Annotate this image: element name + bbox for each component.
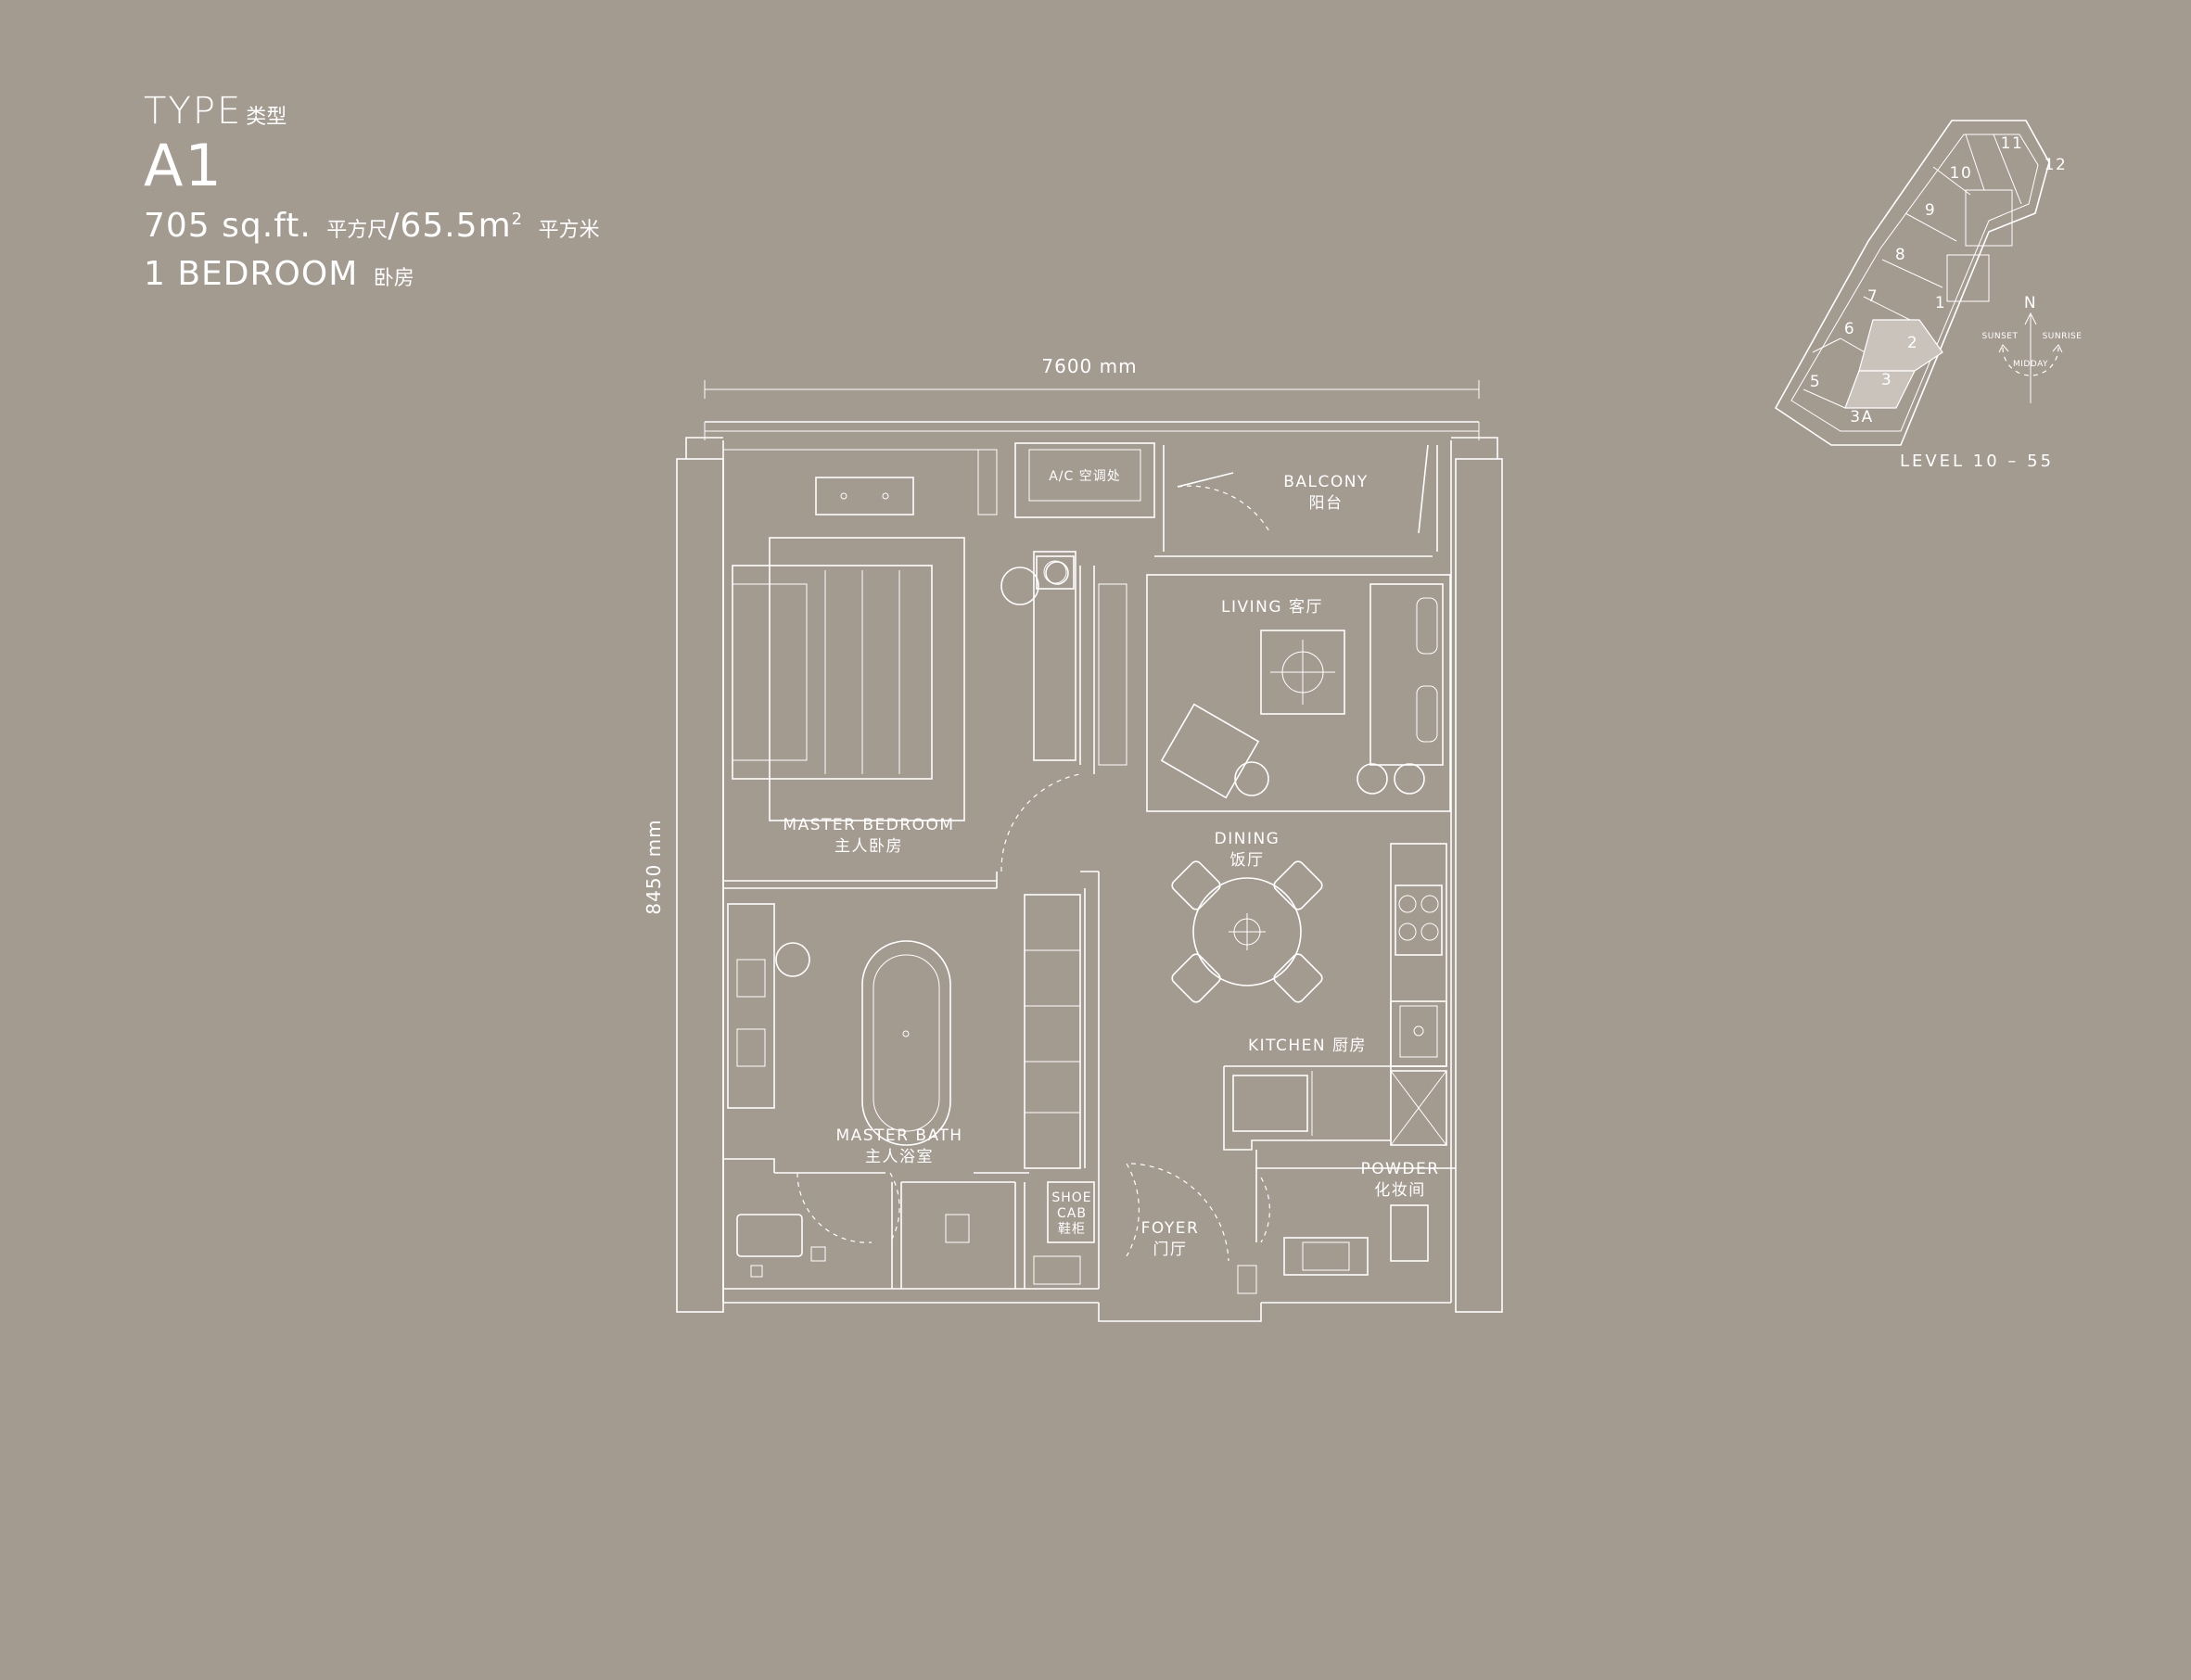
key-unit-6: 6 — [1844, 320, 1855, 338]
living-label: LIVING 客厅 — [1221, 598, 1323, 617]
highlighted-unit-3 — [1844, 370, 1916, 409]
area-sqft: 705 sq.ft. — [144, 207, 312, 245]
key-unit-11: 11 — [2001, 134, 2024, 153]
balcony-label-cn: 阳台 — [1309, 494, 1344, 513]
area-separator: / — [388, 207, 401, 245]
furniture — [727, 477, 1444, 1278]
highlighted-unit-2 — [1858, 319, 1943, 372]
type-label-cn: 类型 — [246, 106, 287, 129]
key-unit-3: 3 — [1881, 371, 1892, 389]
key-plan-level: LEVEL 10 – 55 — [1900, 452, 2054, 471]
key-unit-10: 10 — [1950, 164, 1973, 183]
depth-dimension: 8450 mm — [643, 819, 665, 914]
doors — [796, 472, 1271, 1262]
shoe-cab-label-cn: 鞋柜 — [1058, 1222, 1086, 1237]
width-dimension-label: 7600 mm — [1041, 355, 1137, 377]
area-sqft-cn: 平方尺 — [326, 219, 389, 242]
area-row: 705 sq.ft. 平方尺/65.5m2 平方米 — [144, 210, 600, 243]
sofa-icon — [1369, 583, 1444, 766]
type-label: TYPE — [144, 90, 243, 133]
key-unit-3a: 3A — [1850, 408, 1873, 426]
key-plan: 11 12 10 9 8 7 1 6 2 5 3 3A LEVEL 10 – 5… — [1774, 120, 2068, 471]
ac-label: A/C 空调处 — [1049, 469, 1121, 484]
key-unit-8: 8 — [1895, 246, 1906, 264]
dining-table-icon — [1192, 877, 1302, 986]
master-bedroom-label-cn: 主人卧房 — [834, 837, 903, 856]
coffee-table-icon — [1260, 630, 1345, 715]
master-bath-label-cn: 主人浴室 — [865, 1148, 934, 1166]
outer-walls — [676, 421, 1503, 1322]
key-unit-12: 12 — [2045, 156, 2068, 174]
bedrooms-cn: 卧房 — [373, 267, 414, 290]
armchair-icon — [1160, 703, 1260, 799]
area-m2: 65.5m — [400, 207, 512, 245]
hob-icon — [1395, 885, 1443, 956]
bathtub-icon — [861, 940, 951, 1146]
bedrooms: 1 BEDROOM — [144, 255, 359, 293]
bedrooms-row: 1 BEDROOM 卧房 — [144, 258, 600, 291]
area-m2-sup: 2 — [511, 210, 524, 229]
foyer-label-cn: 门厅 — [1153, 1241, 1188, 1259]
key-unit-9: 9 — [1925, 201, 1936, 220]
key-unit-5: 5 — [1810, 373, 1821, 391]
key-unit-2: 2 — [1907, 334, 1918, 352]
bed-icon — [732, 565, 933, 780]
unit-name: A1 — [144, 132, 223, 199]
master-bath-label: MASTER BATH — [835, 1126, 962, 1145]
area-m2-cn: 平方米 — [538, 219, 600, 242]
powder-label: POWDER — [1360, 1160, 1439, 1178]
toilet-icon — [736, 1214, 803, 1257]
kitchen-label: KITCHEN 厨房 — [1248, 1037, 1367, 1055]
compass: N SUNSET SUNRISE MIDDAY — [1982, 294, 2083, 403]
depth-dimension-label: 8450 mm — [643, 819, 665, 914]
dining-label-cn: 饭厅 — [1230, 851, 1265, 870]
compass-sunset: SUNSET — [1982, 332, 2019, 341]
master-bedroom-label: MASTER BEDROOM — [783, 816, 954, 834]
width-dimension: 7600 mm — [704, 355, 1480, 399]
compass-midday: MIDDAY — [2013, 360, 2048, 369]
shoe-cab-label-1: SHOE — [1051, 1190, 1091, 1205]
key-unit-7: 7 — [1867, 287, 1879, 306]
dining-label: DINING — [1215, 830, 1280, 848]
foyer-label: FOYER — [1141, 1219, 1200, 1238]
powder-label-cn: 化妆间 — [1374, 1181, 1426, 1200]
partitions — [723, 442, 1456, 1294]
key-unit-1: 1 — [1935, 294, 1946, 312]
shoe-cab-label-2: CAB — [1057, 1206, 1087, 1221]
room-labels: A/C 空调处 BALCONY 阳台 LIVING 客厅 MASTER BEDR… — [783, 469, 1439, 1259]
compass-north: N — [2024, 294, 2037, 312]
compass-sunrise: SUNRISE — [2043, 332, 2083, 341]
balcony-label: BALCONY — [1283, 473, 1369, 491]
